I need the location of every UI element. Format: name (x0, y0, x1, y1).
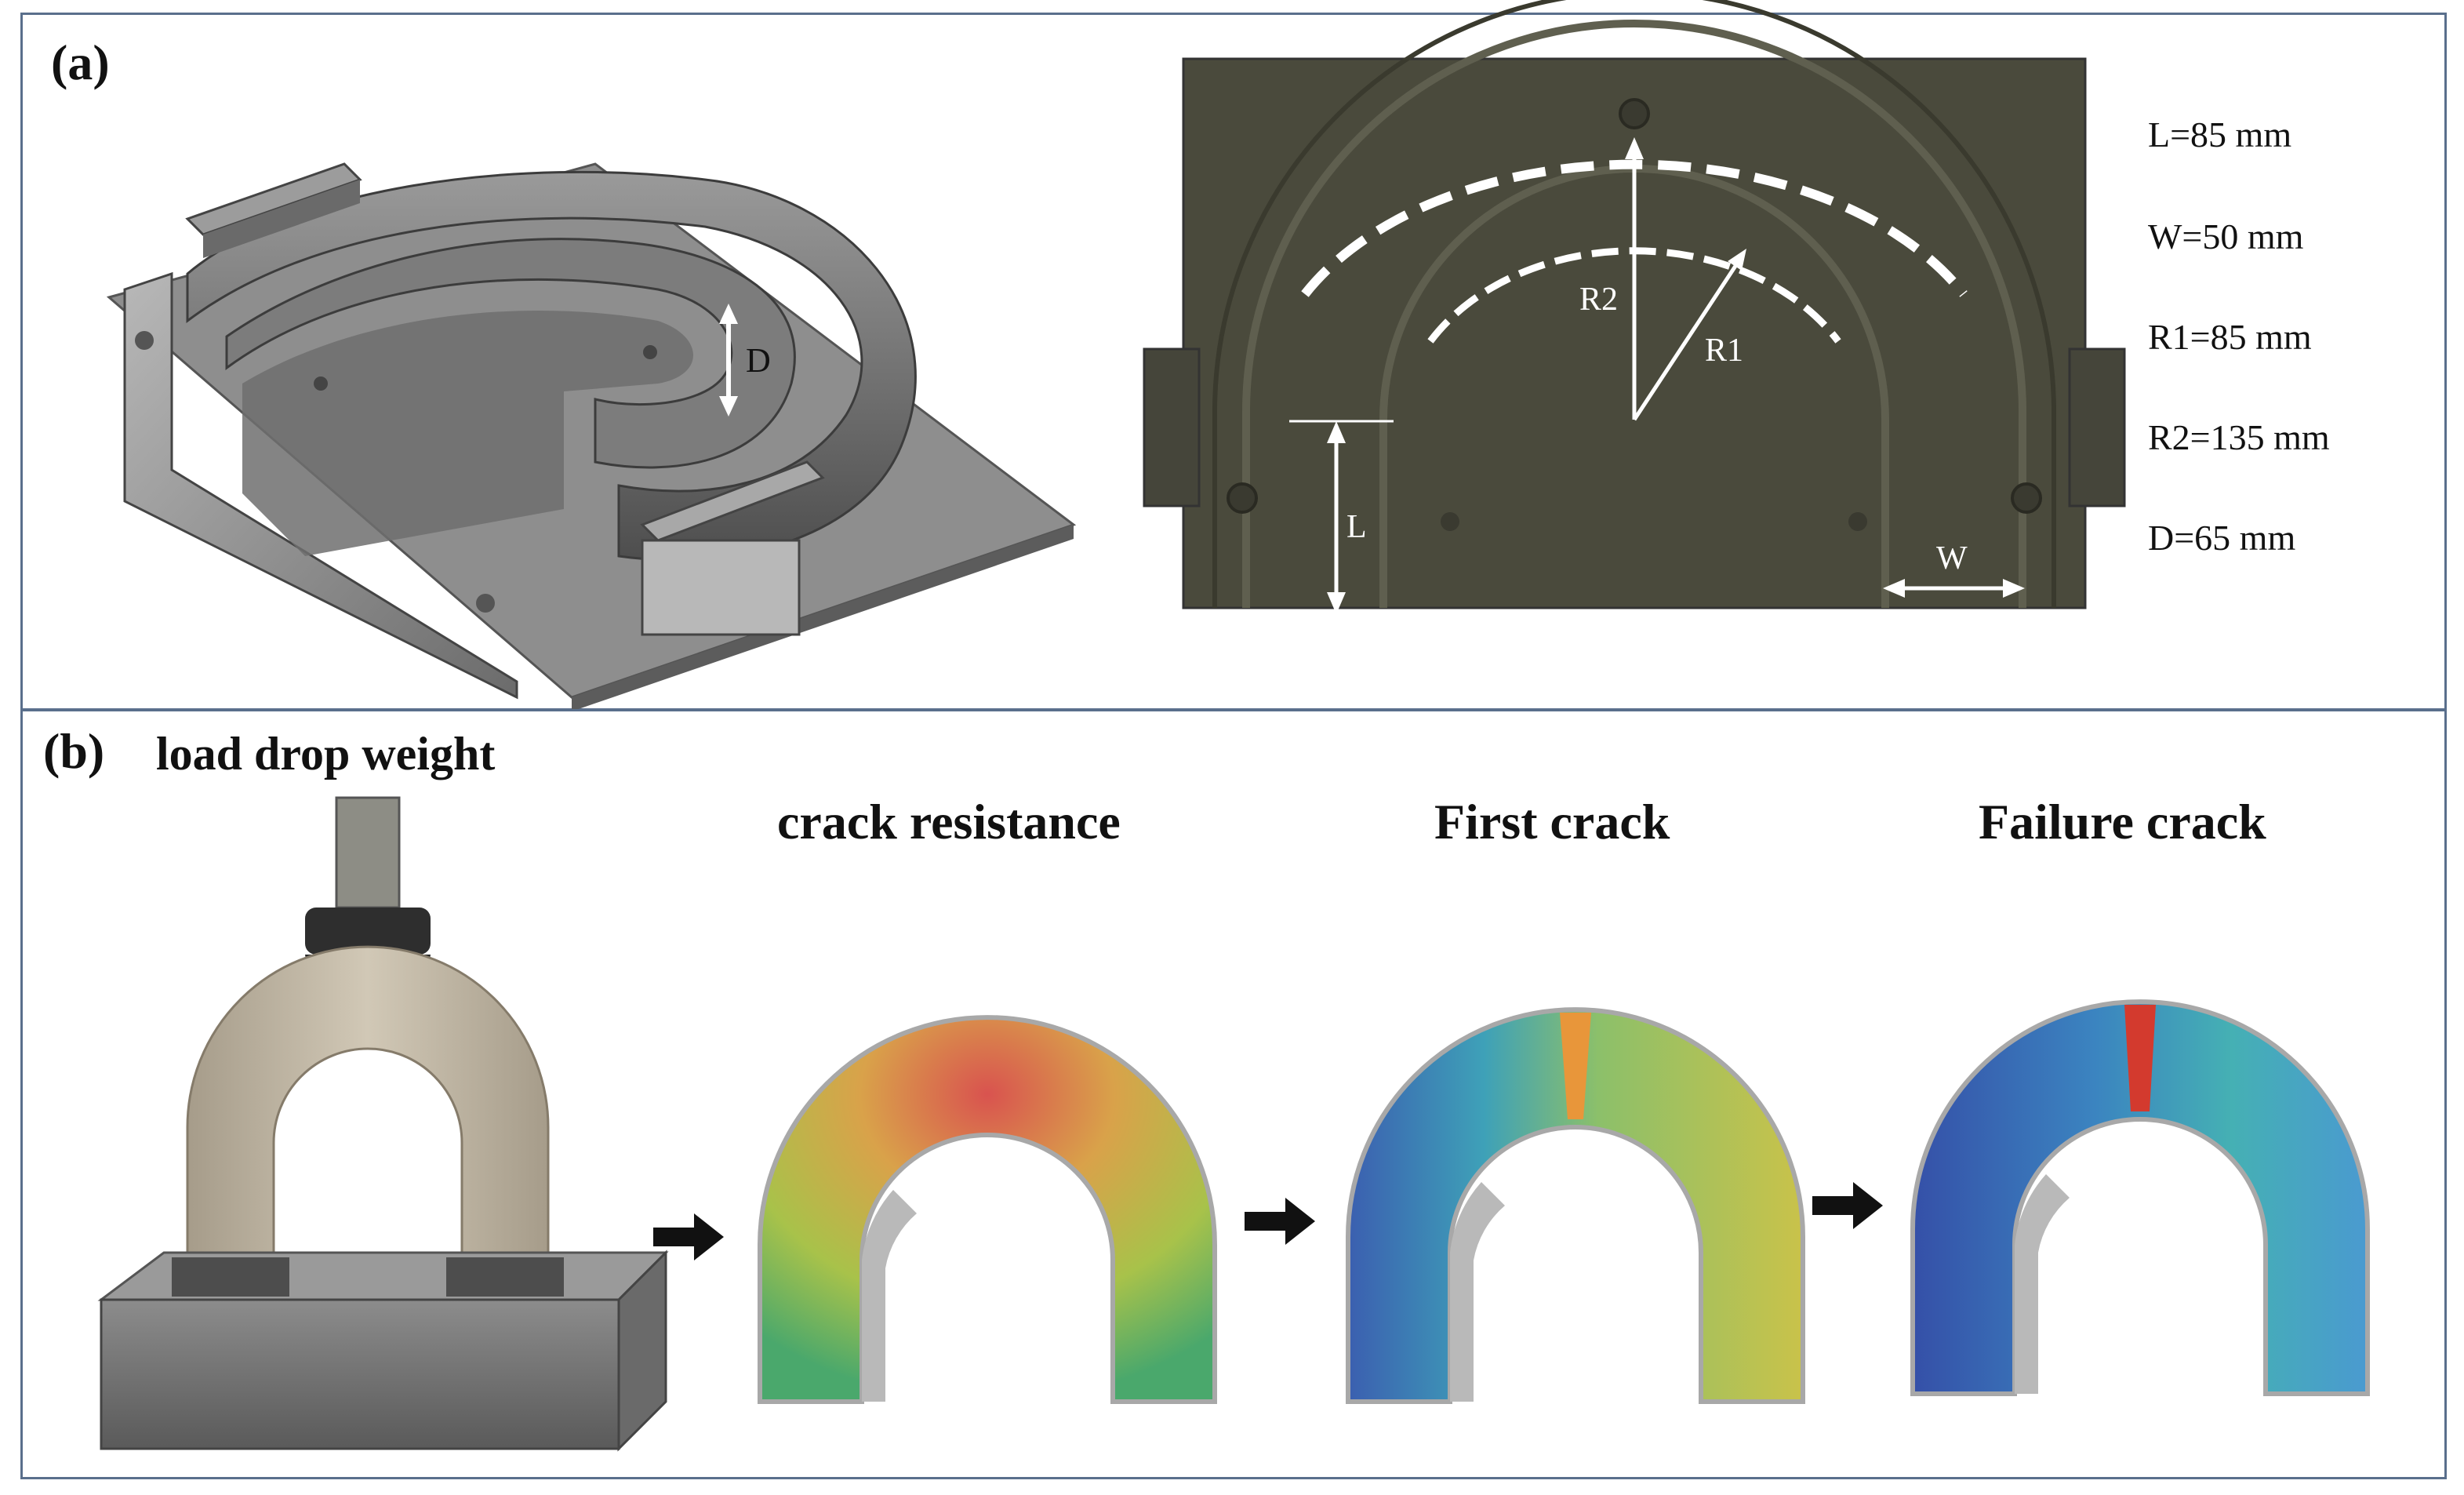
specimen-crack-resistance (758, 1015, 1217, 1404)
dimension-l-value: L=85 mm (2148, 115, 2292, 155)
arrow-right-icon (1812, 1182, 1883, 1229)
dimension-w-value: W=50 mm (2148, 216, 2304, 256)
dimension-d-value: D=65 mm (2148, 518, 2296, 558)
arrow-right-icon (653, 1213, 724, 1260)
arrow-right-icon (1245, 1198, 1315, 1245)
dimension-r1-value: R1=85 mm (2148, 317, 2312, 357)
plan-view-mold: R2 R1 L W (1143, 0, 2126, 614)
specimen-first-crack (1346, 1007, 1805, 1404)
stage-title-failure-crack: Failure crack (1979, 794, 2266, 849)
panel-b: (b) load drop weight crack resistance Fi… (20, 709, 2447, 1479)
panel-b-label: (b) (43, 723, 105, 779)
stage-title-crack-resistance: crack resistance (777, 794, 1121, 849)
length-l-label: L (1346, 509, 1367, 545)
drop-weight-setup (97, 796, 669, 1452)
stage-title-first-crack: First crack (1434, 794, 1670, 849)
radius-r2-label: R2 (1579, 282, 1618, 318)
isometric-mold-render: D (106, 162, 1077, 711)
panel-a: (a) (20, 0, 2447, 711)
dimension-r2-value: R2=135 mm (2148, 417, 2330, 457)
radius-r1-label: R1 (1705, 333, 1743, 369)
width-w-label: W (1936, 540, 1968, 577)
specimen-failure-crack (1910, 999, 2370, 1396)
panel-a-label: (a) (51, 35, 110, 90)
iso-dimension-d-label: D (746, 341, 771, 380)
panel-b-title: load drop weight (156, 728, 496, 780)
